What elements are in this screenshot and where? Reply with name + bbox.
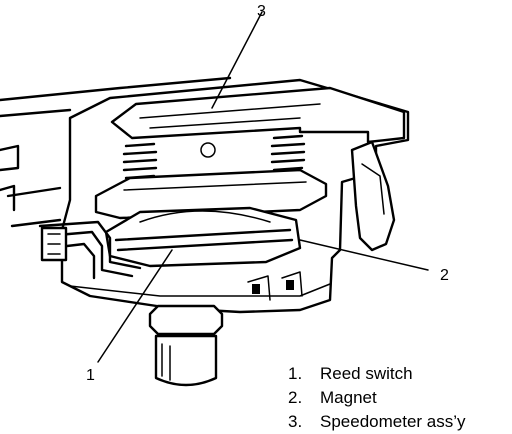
legend-label: Reed switch	[320, 364, 413, 383]
callout-1: 1	[86, 367, 95, 384]
legend-item-magnet: 2. Magnet	[288, 386, 466, 410]
legend-number: 2.	[288, 388, 303, 407]
legend-label: Magnet	[320, 388, 377, 407]
callout-3: 3	[257, 3, 266, 20]
legend-label: Speedometer ass’y	[320, 412, 466, 431]
leader-lines	[97, 11, 429, 363]
legend-number: 3.	[288, 412, 303, 431]
legend-item-reed-switch: 1. Reed switch	[288, 362, 466, 386]
left-frame-pipes	[0, 76, 232, 228]
legend-number: 1.	[288, 364, 303, 383]
legend-item-speedometer-assy: 3. Speedometer ass’y	[288, 410, 466, 434]
speedometer-housing	[38, 78, 410, 387]
parts-legend: 1. Reed switch 2. Magnet 3. Speedometer …	[288, 362, 466, 434]
callout-2: 2	[440, 267, 449, 284]
